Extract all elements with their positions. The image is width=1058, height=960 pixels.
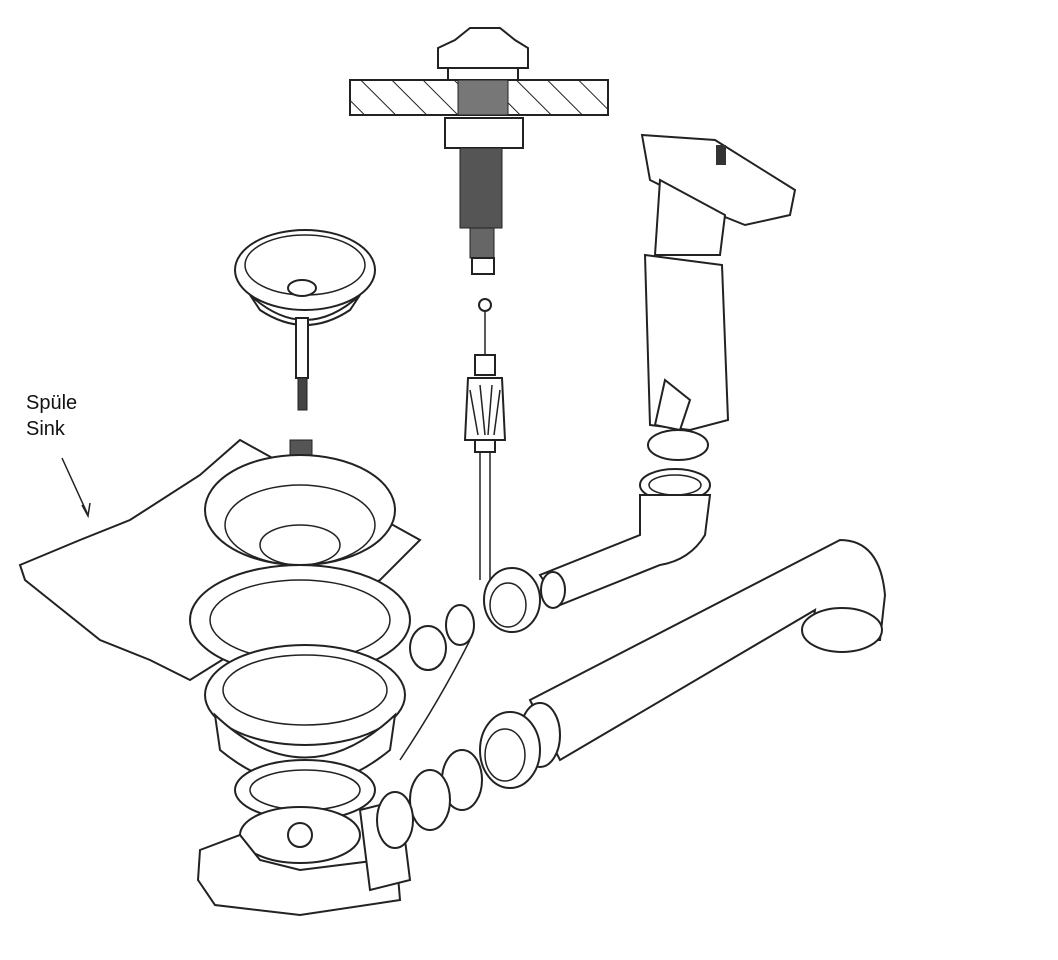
nuts-and-seals xyxy=(376,567,541,849)
drain-pipes xyxy=(519,494,887,768)
overflow-unit xyxy=(639,133,797,502)
strainer-body xyxy=(189,439,412,917)
strainer-basket xyxy=(234,229,376,411)
popup-knob xyxy=(437,27,529,275)
sink-label: Spüle Sink xyxy=(26,390,77,442)
sink-label-en: Sink xyxy=(26,418,65,440)
popup-cable xyxy=(463,298,507,580)
sink-label-de: Spüle xyxy=(26,392,78,414)
